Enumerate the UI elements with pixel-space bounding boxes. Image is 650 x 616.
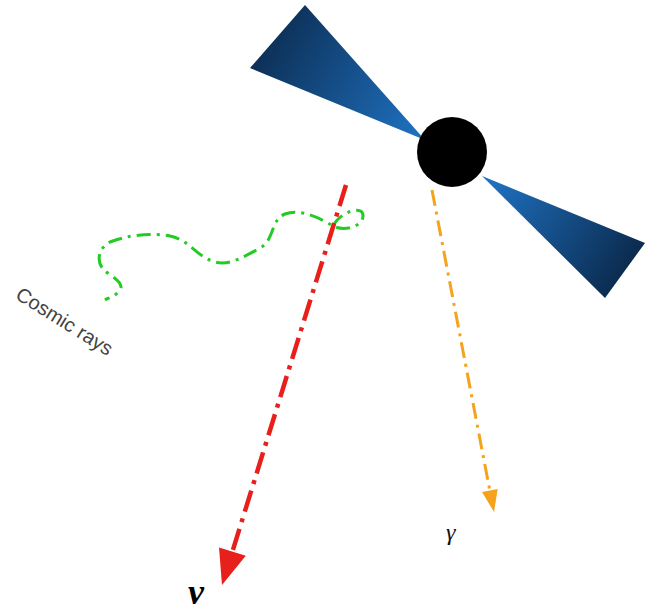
neutrino-ray: [232, 185, 346, 552]
gamma-ray: [432, 190, 490, 490]
neutrino-symbol: ν: [188, 574, 204, 610]
gamma-arrowhead: [482, 489, 498, 512]
jet-lower: [482, 176, 645, 298]
gamma-symbol: γ: [446, 520, 455, 544]
black-hole: [417, 117, 487, 187]
neutrino-arrowhead: [219, 548, 246, 586]
cosmic-ray-path: [99, 210, 363, 300]
jet-upper: [250, 5, 425, 140]
particle-label: Cosmic rays: [13, 284, 117, 359]
